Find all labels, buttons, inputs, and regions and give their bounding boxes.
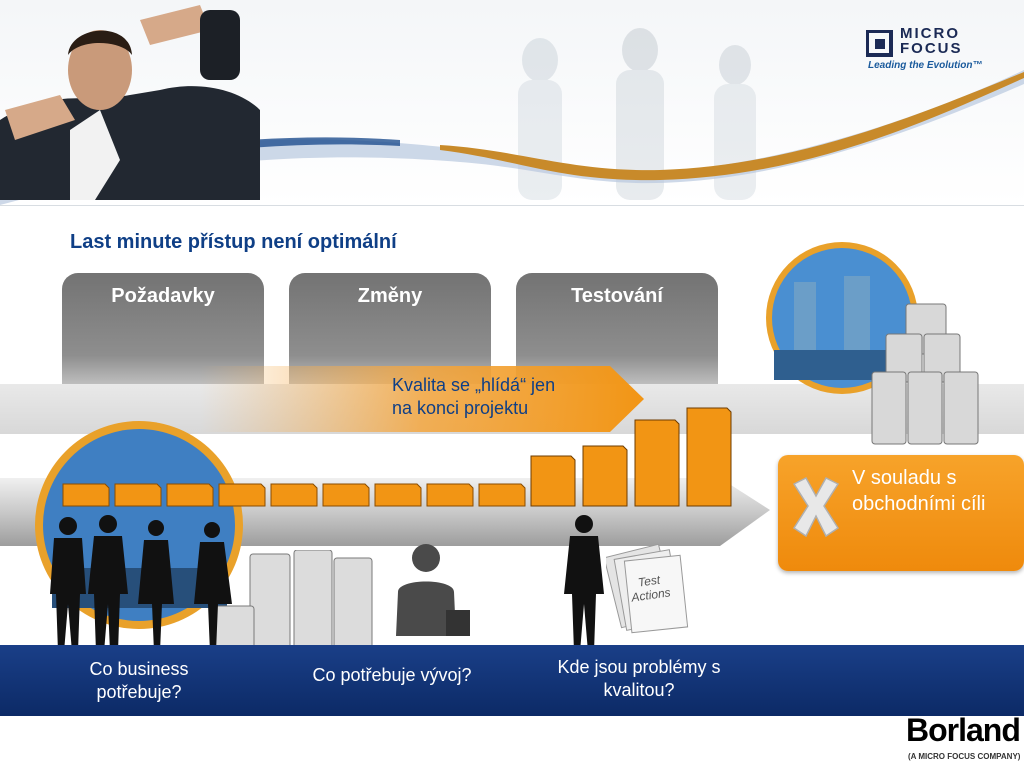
server-stack-icon — [871, 303, 979, 445]
small-block — [62, 483, 526, 507]
businessman-photo — [0, 5, 260, 200]
micro-focus-tagline: Leading the Evolution™ — [868, 60, 983, 71]
micro-focus-logo-text: MICRO FOCUS — [900, 25, 963, 57]
tester-silhouette — [564, 515, 604, 652]
phase-label: Testování — [571, 285, 663, 307]
server-group-icon — [213, 550, 373, 650]
quality-arrow-text: Kvalita se „hlídá“ jen na konci projektu — [392, 375, 556, 418]
test-actions-cards — [606, 543, 689, 634]
slide-title: Last minute přístup není optimální — [70, 231, 397, 253]
quality-arrow — [200, 366, 644, 432]
goal-text: V souladu s obchodními cíli — [852, 467, 986, 515]
quality-bars — [62, 407, 732, 507]
business-people-silhouettes — [50, 515, 232, 652]
question-development: Co potřebuje vývoj? — [312, 665, 472, 685]
micro-focus-logo-icon — [866, 30, 893, 57]
developer-silhouette — [396, 544, 470, 636]
borland-logo-subtitle: (A MICRO FOCUS COMPANY) — [908, 752, 1021, 761]
header-banner: MICRO FOCUS Leading the Evolution™ — [0, 0, 1024, 206]
phase-label: Požadavky — [111, 285, 215, 307]
question-quality: Kde jsou problémy s kvalitou? — [557, 657, 721, 700]
questions-bar — [0, 645, 1024, 716]
growing-bar — [530, 407, 732, 507]
question-business: Co business potřebuje? — [89, 659, 189, 702]
phase-label: Změny — [357, 285, 423, 307]
borland-logo: Borland — [906, 712, 1021, 748]
cross-icon — [792, 477, 840, 538]
city-globe-right — [766, 242, 918, 394]
